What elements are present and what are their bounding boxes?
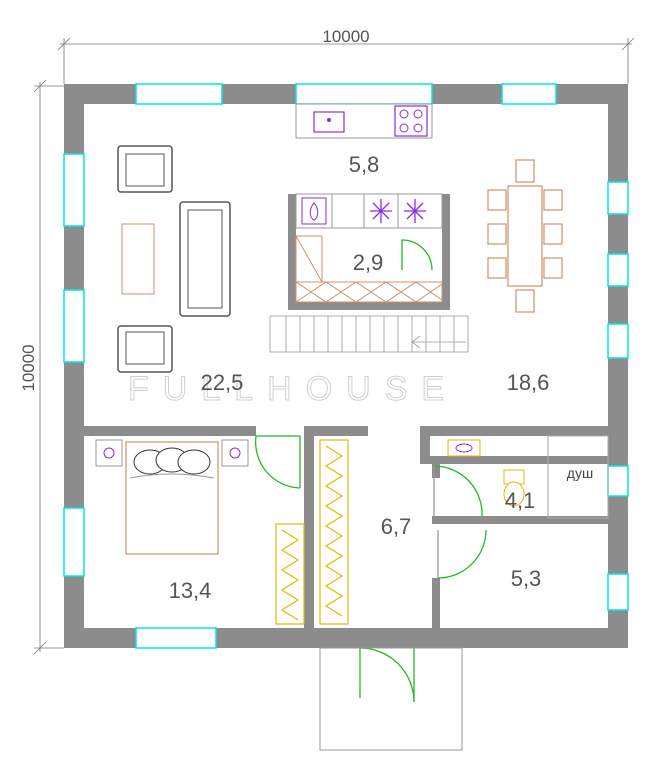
armchair-icon-2 [117, 325, 173, 373]
room-area-dining: 18,6 [507, 370, 550, 395]
bed-icon [125, 441, 219, 555]
dining-table [507, 185, 543, 287]
oven-icon [301, 197, 327, 225]
nightstand-icon [95, 439, 123, 467]
stove-icon [394, 105, 428, 137]
room-area-hall: 6,7 [381, 514, 412, 539]
living-furniture [117, 145, 231, 373]
porch [319, 647, 463, 751]
pantry-appliances [295, 193, 443, 303]
chair-icon [515, 159, 535, 183]
bathroom-fixtures [447, 439, 525, 507]
shower-cabin [547, 435, 609, 519]
height-dimension-label: 10000 [19, 344, 38, 391]
freezer-icon [370, 199, 392, 223]
doors [254, 239, 487, 703]
interior-walls [84, 194, 608, 628]
coffee-table [121, 223, 155, 295]
width-dimension-label: 10000 [322, 27, 369, 46]
room-area-right: 5,3 [511, 566, 542, 591]
room-area-pantry: 2,9 [353, 250, 384, 275]
sofa-icon [179, 201, 231, 317]
dining-set [487, 159, 563, 313]
watermark: FULLHOUSE [128, 370, 458, 408]
room-label-shower: душ [567, 465, 593, 481]
wardrobe-2 [319, 439, 349, 625]
sink-icon-bath [447, 439, 481, 457]
pantry-door [401, 239, 433, 271]
wardrobes [275, 439, 349, 625]
kitchen-counter [295, 103, 433, 139]
sink-icon [313, 111, 345, 133]
dimension-lines [33, 37, 635, 655]
room-area-kitchen: 5,8 [349, 152, 380, 177]
bedroom-furniture [95, 439, 249, 555]
freezer-icon-2 [404, 199, 426, 223]
nightstand-icon-2 [221, 439, 249, 467]
room-area-living: 22,5 [201, 370, 244, 395]
staircase [269, 315, 469, 353]
room-area-bathroom: 4,1 [505, 488, 536, 513]
room-area-bedroom: 13,4 [169, 578, 212, 603]
wardrobe [275, 523, 305, 625]
windows [63, 83, 629, 649]
armchair-icon [117, 145, 173, 193]
